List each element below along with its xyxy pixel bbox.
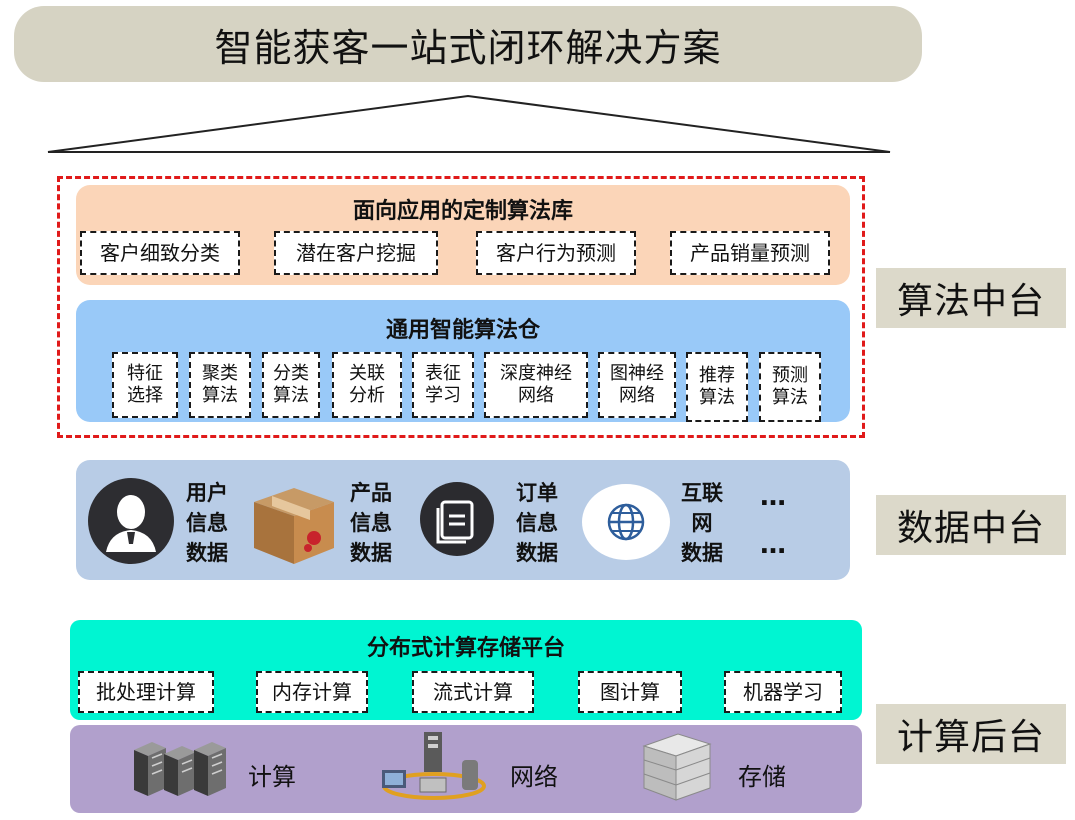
hardware-compute-label: 计算: [248, 763, 296, 791]
roof-triangle: [47, 94, 891, 153]
compute-item-batch: 批处理计算: [78, 671, 214, 713]
warehouse-item-prediction: 预测算法: [759, 352, 821, 422]
user-info-data-label: 用户 信息 数据: [186, 481, 228, 565]
warehouse-item-clustering: 聚类算法: [189, 352, 251, 418]
data-platform-label: 数据中台: [876, 495, 1066, 555]
compute-backend-label: 计算后台: [876, 704, 1066, 764]
ellipsis-top: …: [760, 482, 788, 512]
item-line: 学习: [425, 385, 461, 406]
item-line: 预测: [772, 365, 808, 387]
ellipsis-bottom: …: [760, 530, 788, 560]
item-line: 分析: [349, 385, 385, 406]
compute-item-graph: 图计算: [578, 671, 682, 713]
item-line: 关联: [349, 363, 385, 385]
distributed-platform-panel: 分布式计算存储平台 批处理计算 内存计算 流式计算 图计算 机器学习: [70, 620, 862, 720]
internet-data-label: 互联 网 数据: [681, 481, 723, 565]
item-line: 选择: [127, 385, 163, 406]
item-line: 算法: [273, 385, 309, 406]
warehouse-item-association-analysis: 关联分析: [332, 352, 402, 418]
item-line: 推荐: [699, 365, 735, 387]
warehouse-item-graph-neural-network: 图神经网络: [598, 352, 676, 418]
item-line: 图神经: [610, 363, 664, 385]
item-line: 算法: [699, 387, 735, 408]
hardware-network-label: 网络: [510, 763, 558, 791]
item-line: 网络: [619, 385, 655, 406]
distributed-platform-title: 分布式计算存储平台: [366, 636, 565, 661]
item-line: 算法: [772, 387, 808, 408]
network-icon: [382, 732, 486, 800]
algorithm-platform-border: [57, 176, 865, 438]
item-line: 分类: [273, 363, 309, 385]
page-title: 智能获客一站式闭环解决方案: [14, 6, 922, 82]
app-item-customer-segmentation: 客户细致分类: [80, 231, 240, 275]
storage-icon: [642, 733, 712, 801]
product-info-data-label: 产品 信息 数据: [350, 481, 392, 565]
hardware-storage-label: 存储: [738, 763, 786, 791]
item-line: 表征: [425, 363, 461, 385]
item-line: 网络: [518, 385, 554, 406]
algorithm-platform-label: 算法中台: [876, 268, 1066, 328]
item-line: 特征: [127, 363, 163, 385]
application-library-title: 面向应用的定制算法库: [352, 199, 573, 224]
compute-item-in-memory: 内存计算: [256, 671, 368, 713]
warehouse-item-representation-learning: 表征学习: [412, 352, 474, 418]
app-item-potential-customer-mining: 潜在客户挖掘: [274, 231, 438, 275]
general-algorithm-warehouse-panel: 通用智能算法仓 特征选择 聚类算法 分类算法 关联分析 表征学习 深度神经网络 …: [76, 300, 850, 422]
user-icon: [88, 478, 174, 564]
server-rack-icon: [134, 742, 226, 796]
app-item-product-sales-prediction: 产品销量预测: [670, 231, 830, 275]
warehouse-item-deep-neural-network: 深度神经网络: [484, 352, 588, 418]
compute-item-streaming: 流式计算: [412, 671, 534, 713]
warehouse-item-recommendation: 推荐算法: [686, 352, 748, 422]
app-item-customer-behavior-prediction: 客户行为预测: [476, 231, 636, 275]
warehouse-item-classification: 分类算法: [262, 352, 320, 418]
compute-item-machine-learning: 机器学习: [724, 671, 842, 713]
application-library-panel: 面向应用的定制算法库 客户细致分类 潜在客户挖掘 客户行为预测 产品销量预测: [76, 185, 850, 285]
order-info-data-label: 订单 信息 数据: [516, 481, 558, 565]
item-line: 聚类: [202, 363, 238, 385]
item-line: 深度神经: [500, 363, 572, 385]
globe-icon: [582, 484, 670, 560]
document-icon: [420, 482, 494, 556]
item-line: 算法: [202, 385, 238, 406]
general-warehouse-title: 通用智能算法仓: [385, 318, 540, 343]
data-platform-panel: 用户 信息 数据 产品 信息 数据 订单 信息 数据: [76, 460, 850, 580]
package-icon: [248, 480, 340, 566]
warehouse-item-feature-selection: 特征选择: [112, 352, 178, 418]
